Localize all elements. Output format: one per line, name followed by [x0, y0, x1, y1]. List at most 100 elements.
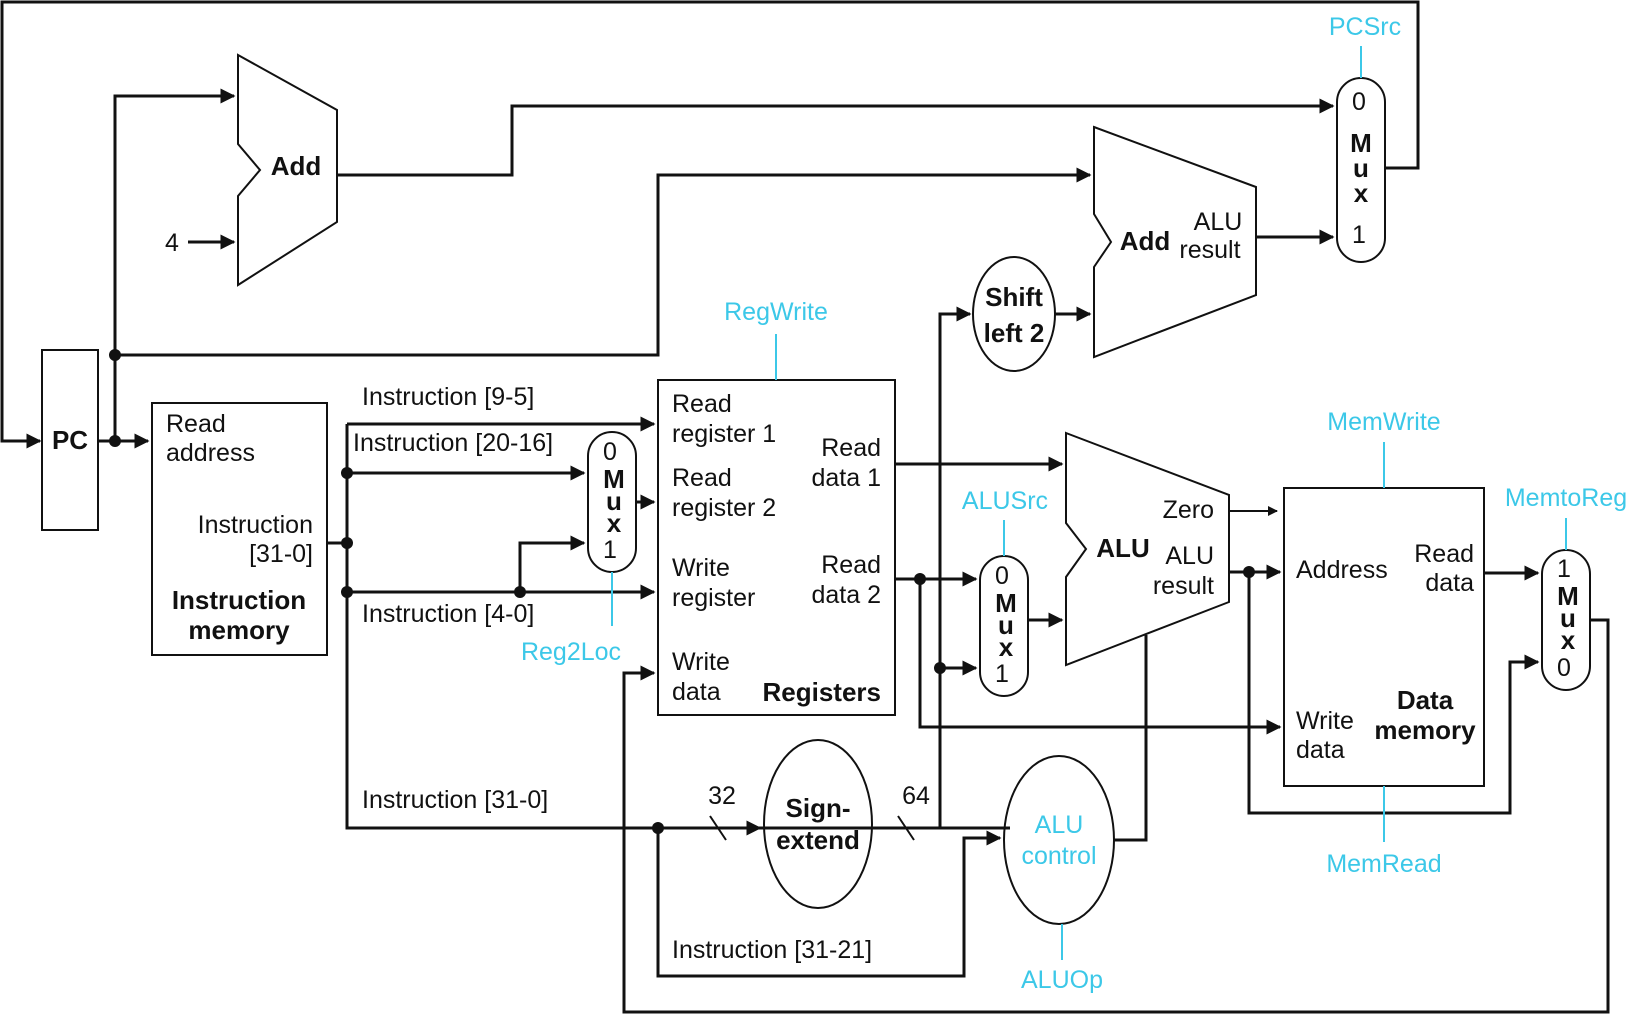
memtoreg-mux: 1 M u x 0 — [1541, 549, 1591, 691]
junction-dot — [109, 349, 121, 361]
reg-read-data-2-line1: Read — [821, 551, 881, 579]
alu-control-line2: control — [1021, 842, 1096, 870]
alusrc-mux: 0 M u x 1 — [979, 555, 1029, 697]
branch-adder: Add ALU result — [1093, 125, 1257, 359]
control-memwrite: MemWrite — [1327, 408, 1440, 436]
reg-write-data-line2: data — [672, 678, 721, 706]
alu-zero-label: Zero — [1163, 496, 1214, 524]
memtoreg-mux-label-u: u — [1560, 603, 1576, 633]
pcsrc-mux-input-1: 1 — [1352, 221, 1366, 249]
reg-read-register-2-line1: Read — [672, 464, 732, 492]
dmem-title-line1: Data — [1397, 685, 1454, 715]
junction-dot — [341, 537, 353, 549]
reg2loc-mux-input-0: 0 — [603, 438, 617, 466]
alusrc-mux-input-1: 1 — [995, 660, 1009, 688]
alusrc-mux-label-u: u — [998, 610, 1014, 640]
reg-read-register-1-line1: Read — [672, 390, 732, 418]
wire-write-back — [622, 618, 1610, 1014]
imem-instruction-line1: Instruction — [198, 511, 313, 539]
imem-title-line1: Instruction — [172, 585, 306, 615]
control-memtoreg: MemtoReg — [1505, 484, 1627, 512]
junction-dot — [514, 586, 526, 598]
reg-write-register-line1: Write — [672, 554, 730, 582]
reg-read-register-2-line2: register 2 — [672, 494, 776, 522]
label-width-32: 32 — [708, 782, 736, 810]
memtoreg-mux-input-0: 0 — [1557, 654, 1571, 682]
memtoreg-mux-input-1: 1 — [1557, 555, 1571, 583]
register-file: Read register 1 Read register 2 Write re… — [657, 379, 896, 716]
wire-alu-result-bypass — [1247, 572, 1540, 815]
junction-dot — [341, 467, 353, 479]
reg2loc-mux-input-1: 1 — [603, 536, 617, 564]
wire-32-slash — [709, 815, 727, 841]
wire-pc-plus-four — [337, 98, 1335, 177]
wire-instr-4-0-to-mux — [518, 535, 586, 592]
pc-register: PC — [41, 349, 99, 531]
wire-instruction-bus — [345, 424, 1010, 830]
instruction-memory: Read address Instruction [31-0] Instruct… — [151, 402, 328, 656]
imem-read-address-line1: Read — [166, 410, 226, 438]
data-memory: Address Read data Write data Data memory — [1283, 487, 1485, 787]
label-instr-31-21: Instruction [31-21] — [672, 936, 872, 964]
reg-read-data-2-line2: data 2 — [811, 581, 881, 609]
wire-read-data-2-to-dmem — [918, 579, 1282, 735]
register-file-title: Registers — [763, 677, 882, 707]
alusrc-mux-label-m: M — [995, 588, 1017, 618]
branch-adder-label: Add — [1120, 226, 1171, 256]
main-alu: ALU Zero ALU result — [1065, 431, 1230, 667]
pcsrc-mux-label-u: u — [1353, 153, 1369, 183]
reg-write-register-line2: register — [672, 584, 755, 612]
pcsrc-mux-label-x: x — [1354, 178, 1369, 208]
label-instr-20-16: Instruction [20-16] — [353, 429, 553, 457]
sign-extend: Sign- extend — [763, 739, 873, 909]
dmem-read-data-line2: data — [1425, 569, 1474, 597]
dmem-write-data-line1: Write — [1296, 707, 1354, 735]
label-instr-9-5: Instruction [9-5] — [362, 383, 534, 411]
reg2loc-mux-label-x: x — [607, 508, 622, 538]
shift-left-2: Shift left 2 — [972, 256, 1056, 372]
imem-instruction-line2: [31-0] — [249, 540, 313, 568]
junction-dot — [914, 573, 926, 585]
control-alusrc: ALUSrc — [962, 487, 1048, 515]
alu-label: ALU — [1096, 533, 1149, 563]
shift-label-line2: left 2 — [984, 318, 1045, 348]
pc-adder-label: Add — [271, 151, 322, 181]
control-reg2loc: Reg2Loc — [521, 638, 621, 666]
shift-label-line1: Shift — [985, 282, 1043, 312]
pc-label: PC — [52, 425, 88, 455]
memtoreg-mux-label-m: M — [1557, 581, 1579, 611]
reg2loc-mux: 0 M u x 1 — [587, 431, 637, 573]
dmem-address-label: Address — [1296, 556, 1388, 584]
junction-dot — [109, 435, 121, 447]
reg2loc-mux-label-u: u — [606, 486, 622, 516]
wire-64-slash — [897, 815, 915, 841]
alusrc-mux-label-x: x — [999, 632, 1014, 662]
reg-read-data-1-line1: Read — [821, 434, 881, 462]
imem-read-address-line2: address — [166, 439, 255, 467]
label-width-64: 64 — [902, 782, 930, 810]
pcsrc-mux-label-m: M — [1350, 128, 1372, 158]
alu-result-line1: ALU — [1165, 542, 1214, 570]
wire-instr-31-21 — [656, 828, 1002, 978]
label-instr-31-0: Instruction [31-0] — [362, 786, 548, 814]
branch-adder-result-line1: ALU — [1194, 208, 1243, 236]
pcsrc-mux: 0 M u x 1 — [1336, 77, 1386, 263]
pc-adder: Add — [237, 53, 338, 287]
wire-pc-to-branch-adder — [115, 167, 1092, 357]
control-aluop: ALUOp — [1021, 966, 1103, 994]
wire-pc-to-adder — [113, 88, 236, 441]
branch-adder-result-line2: result — [1179, 236, 1240, 264]
wire-labels: Instruction [9-5] Instruction [20-16] In… — [353, 383, 930, 964]
memtoreg-mux-label-x: x — [1561, 625, 1576, 655]
junction-dot — [1243, 566, 1255, 578]
junction-dot — [934, 662, 946, 674]
imem-title-line2: memory — [188, 615, 290, 645]
constant-four: 4 — [165, 229, 179, 257]
wire-next-pc — [0, 0, 1420, 449]
reg-read-data-1-line2: data 1 — [811, 464, 881, 492]
control-memread: MemRead — [1326, 850, 1441, 878]
pcsrc-mux-input-0: 0 — [1352, 88, 1366, 116]
dmem-read-data-line1: Read — [1414, 540, 1474, 568]
